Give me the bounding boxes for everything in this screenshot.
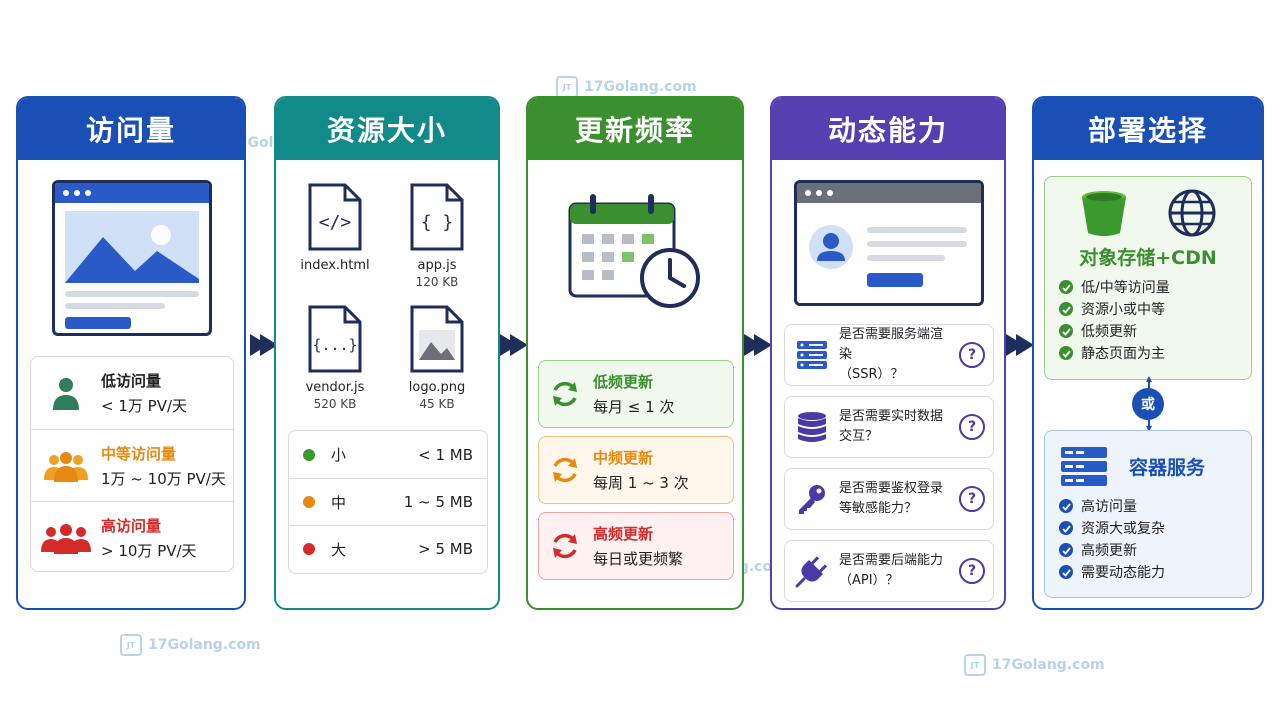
flow-arrow-icon [1006, 330, 1034, 360]
traffic-title: 访问量 [18, 98, 244, 160]
deploy-title: 部署选择 [1034, 98, 1262, 160]
people-icon [41, 446, 91, 486]
container-title: 容器服务 [1129, 456, 1206, 479]
svg-text:{ }: { } [421, 212, 454, 233]
check-icon [1059, 543, 1073, 557]
or-badge: 或 [1132, 388, 1164, 420]
object-storage-title: 对象存储+CDN [1079, 247, 1217, 269]
check-icon [1059, 521, 1073, 535]
html-file-icon: </> [308, 183, 362, 251]
check-icon [1059, 302, 1073, 316]
calendar-clock-icon [566, 190, 706, 314]
question-ssr: 是否需要服务端渲染（SSR）？ ? [784, 324, 994, 386]
red-dot-icon [303, 543, 315, 555]
flow-arrow-icon [500, 330, 528, 360]
dynamic-page-illustration [794, 180, 984, 306]
website-illustration [52, 180, 212, 336]
size-small: 小< 1 MB [289, 431, 487, 478]
database-icon [798, 412, 826, 442]
help-icon: ? [959, 486, 985, 512]
traffic-mid: 中等访问量 1万 ~ 10万 PV/天 [31, 429, 233, 501]
size-large: 大> 5 MB [289, 525, 487, 572]
check-icon [1059, 324, 1073, 338]
container-server-icon [1061, 447, 1107, 486]
frequency-low: 低频更新每月 ≤ 1 次 [538, 360, 734, 428]
orange-dot-icon [303, 496, 315, 508]
file-vendor-js: {...} vendor.js 520 KB [290, 304, 380, 411]
frequency-title: 更新频率 [528, 98, 742, 160]
bucket-icon [1082, 191, 1126, 236]
key-icon [799, 485, 825, 514]
frequency-column: 更新频率 低频更新每月 ≤ 1 次 中频更新每周 1 ~ 3 次 高频更 [526, 96, 744, 610]
person-icon [41, 373, 91, 413]
traffic-levels: 低访问量 < 1万 PV/天 中等访问量 1万 ~ 10万 PV/天 高访问量 … [30, 356, 234, 572]
check-icon [1059, 346, 1073, 360]
watermark-logo-icon: JT [964, 654, 986, 676]
list-item: 需要动态能力 [1059, 561, 1237, 583]
list-item: 低/中等访问量 [1059, 276, 1237, 298]
traffic-column: 访问量 低访问量 < 1万 PV/天 中等 [16, 96, 246, 610]
traffic-high: 高访问量 > 10万 PV/天 [31, 501, 233, 571]
js-file-icon: { } [410, 183, 464, 251]
dynamic-title: 动态能力 [772, 98, 1004, 160]
plug-icon [795, 556, 828, 588]
crowd-icon [41, 518, 91, 558]
check-icon [1059, 280, 1073, 294]
traffic-low: 低访问量 < 1万 PV/天 [31, 357, 233, 429]
help-icon: ? [959, 342, 985, 368]
user-profile-icon [809, 225, 967, 287]
size-column: 资源大小 </> index.html { } app.js 120 KB {.… [274, 96, 500, 610]
list-item: 资源大或复杂 [1059, 517, 1237, 539]
object-storage-cdn-option: 对象存储+CDN 低/中等访问量 资源小或中等 低频更新 静态页面为主 [1044, 176, 1252, 380]
help-icon: ? [959, 558, 985, 584]
refresh-icon [553, 533, 577, 559]
list-item: 高频更新 [1059, 539, 1237, 561]
globe-icon [1168, 189, 1216, 237]
image-placeholder-icon [65, 211, 199, 283]
list-item: 静态页面为主 [1059, 342, 1237, 364]
question-realtime: 是否需要实时数据交互？ ? [784, 396, 994, 458]
flow-arrow-icon [250, 330, 278, 360]
check-icon [1059, 565, 1073, 579]
image-file-icon [410, 305, 464, 373]
file-app-js: { } app.js 120 KB [392, 182, 482, 289]
container-service-option: 容器服务 高访问量 资源大或复杂 高频更新 需要动态能力 [1044, 430, 1252, 598]
file-logo-png: logo.png 45 KB [392, 304, 482, 411]
flow-arrow-icon [744, 330, 772, 360]
deploy-column: 部署选择 对象存储+CDN 低/中等访问量 资源小或中等 低频更新 静态页面为主… [1032, 96, 1264, 610]
refresh-icon [553, 457, 577, 483]
list-item: 高访问量 [1059, 495, 1237, 517]
file-index-html: </> index.html [290, 182, 380, 273]
help-icon: ? [959, 414, 985, 440]
svg-text:{...}: {...} [312, 336, 357, 354]
watermark-logo-icon: JT [556, 76, 578, 98]
check-icon [1059, 499, 1073, 513]
list-item: 低频更新 [1059, 320, 1237, 342]
refresh-icon [553, 381, 577, 407]
list-item: 资源小或中等 [1059, 298, 1237, 320]
js-file-icon: {...} [308, 305, 362, 373]
green-dot-icon [303, 448, 315, 461]
frequency-high: 高频更新每日或更频繁 [538, 512, 734, 580]
question-api: 是否需要后端能力（API）？ ? [784, 540, 994, 602]
svg-text:</>: </> [319, 212, 352, 233]
size-title: 资源大小 [276, 98, 498, 160]
question-auth: 是否需要鉴权登录等敏感能力？ ? [784, 468, 994, 530]
server-icon [797, 341, 827, 369]
dynamic-column: 动态能力 是否需要服务端渲染（SSR）？ ? 是否需要实时数据交互？ ? 是否需… [770, 96, 1006, 610]
watermark-logo-icon: JT [120, 634, 142, 656]
frequency-mid: 中频更新每周 1 ~ 3 次 [538, 436, 734, 504]
